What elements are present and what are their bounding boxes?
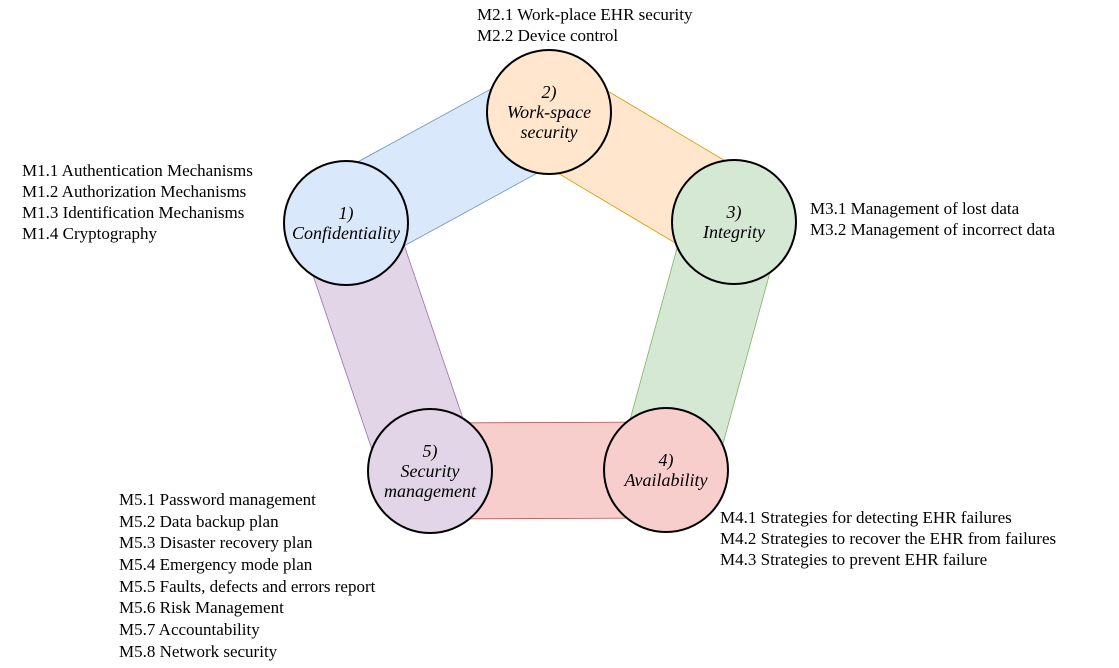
- measure-m1-4: M1.4 Cryptography: [22, 224, 158, 243]
- node-label-security-management: Security: [401, 461, 460, 481]
- measure-m5-6: M5.6 Risk Management: [119, 598, 284, 618]
- measure-m4-2: M4.2 Strategies to recover the EHR from …: [720, 529, 1057, 548]
- measure-m3-1: M3.1 Management of lost data: [810, 199, 1020, 218]
- node-number-availability: 4): [659, 450, 674, 471]
- node-number-confidentiality: 1): [339, 203, 354, 224]
- node-availability: 4)Availability: [603, 407, 729, 533]
- node-circle-availability: [603, 407, 729, 533]
- measure-m5-3: M5.3 Disaster recovery plan: [119, 533, 313, 553]
- measure-m3-2: M3.2 Management of incorrect data: [810, 220, 1055, 239]
- measure-m5-5: M5.5 Faults, defects and errors report: [119, 576, 376, 596]
- node-label-confidentiality: Confidentiality: [292, 223, 400, 243]
- measures-list-m1: M1.1 Authentication Mechanisms M1.2 Auth…: [22, 160, 253, 244]
- measure-m5-7: M5.7 Accountability: [119, 620, 260, 640]
- measures-list-m2: M2.1 Work-place EHR security M2.2 Device…: [477, 4, 693, 46]
- measure-m5-4: M5.4 Emergency mode plan: [119, 555, 313, 575]
- node-circle-integrity: [671, 159, 797, 285]
- node-label-work-space-security: Work-space: [507, 102, 591, 122]
- node-number-work-space-security: 2): [542, 82, 557, 103]
- measure-m5-1: M5.1 Password management: [119, 490, 316, 509]
- measures-list-m4: M4.1 Strategies for detecting EHR failur…: [720, 507, 1056, 570]
- measure-m2-1: M2.1 Work-place EHR security: [477, 5, 693, 24]
- measure-m4-3: M4.3 Strategies to prevent EHR failure: [720, 550, 988, 569]
- measure-m1-1: M1.1 Authentication Mechanisms: [22, 161, 253, 180]
- measure-m1-2: M1.2 Authorization Mechanisms: [22, 182, 247, 201]
- measure-m5-8: M5.8 Network security: [119, 641, 278, 661]
- node-number-security-management: 5): [423, 441, 438, 462]
- measure-m1-3: M1.3 Identification Mechanisms: [22, 203, 245, 222]
- measures-list-m3: M3.1 Management of lost data M3.2 Manage…: [810, 198, 1055, 240]
- measure-m4-1: M4.1 Strategies for detecting EHR failur…: [720, 508, 1012, 527]
- node-number-integrity: 3): [726, 202, 742, 223]
- node-label-availability: Availability: [624, 470, 708, 490]
- node-label-security-management: management: [384, 481, 477, 501]
- node-label-integrity: Integrity: [702, 222, 765, 242]
- node-circle-security-management: [367, 408, 493, 534]
- node-confidentiality: 1)Confidentiality: [283, 160, 409, 286]
- measure-m5-2: M5.2 Data backup plan: [119, 511, 279, 531]
- measures-list-m5: M5.1 Password management M5.2 Data backu…: [119, 489, 375, 663]
- node-circle-confidentiality: [283, 160, 409, 286]
- measure-m2-2: M2.2 Device control: [477, 26, 619, 45]
- node-circle-work-space-security: [486, 49, 612, 175]
- node-integrity: 3)Integrity: [671, 159, 797, 285]
- node-label-work-space-security: security: [521, 122, 578, 142]
